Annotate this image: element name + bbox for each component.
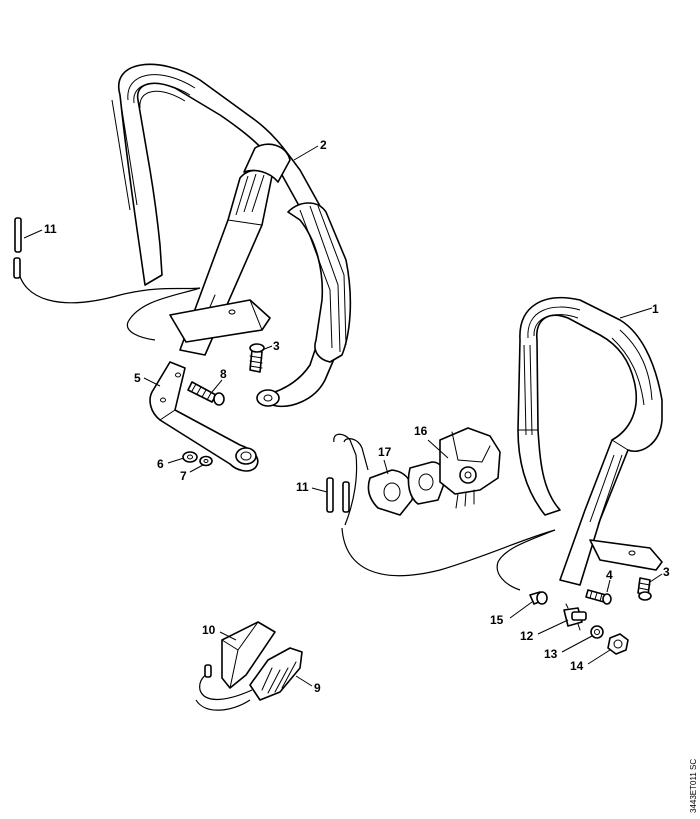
callout-13: 13: [544, 647, 558, 661]
screw-part-3-right: [637, 577, 652, 601]
callout-16: 16: [414, 424, 428, 438]
washer-part-13: [590, 625, 604, 639]
nut-part-14: [607, 633, 629, 655]
callout-17: 17: [378, 445, 392, 459]
callout-8: 8: [220, 367, 227, 381]
heating-wire-left: [13, 257, 201, 341]
washer-part-7: [199, 455, 213, 467]
screw-part-3-left: [249, 343, 265, 373]
callout-4: 4: [606, 568, 613, 582]
callout-3a: 3: [273, 339, 280, 353]
heating-element-part-9: [195, 647, 303, 711]
callout-14: 14: [570, 659, 584, 673]
callout-11b: 11: [296, 480, 309, 494]
callout-1: 1: [652, 302, 659, 316]
handlebar-left-part-2: [111, 63, 352, 407]
callout-labels: 1 2 3 3 4 5 6 7 8 9 10 11 11 12 13 14 15…: [44, 138, 670, 695]
screw-part-8: [187, 381, 225, 406]
callout-7: 7: [180, 469, 187, 483]
callout-12: 12: [520, 629, 534, 643]
heating-wire-right: [333, 433, 556, 591]
callout-5: 5: [134, 371, 141, 385]
block-part-10: [221, 621, 276, 689]
callout-6: 6: [157, 457, 164, 471]
callout-10: 10: [202, 623, 216, 637]
washer-part-6: [182, 451, 198, 463]
callout-3b: 3: [663, 565, 670, 579]
pin-part-11-right: [326, 477, 350, 513]
callout-11a: 11: [44, 222, 57, 236]
leader-lines: [23, 145, 663, 687]
stud-part-12: [563, 603, 587, 631]
callout-2: 2: [320, 138, 327, 152]
gasket-part-17: [367, 469, 414, 516]
document-id: 3443ET011 SC: [689, 759, 698, 813]
screw-part-4: [585, 589, 612, 605]
handlebar-right-part-1: [517, 296, 663, 586]
pin-part-11-left: [14, 217, 22, 253]
callout-15: 15: [490, 613, 504, 627]
bracket-part-5: [149, 361, 259, 472]
callout-9: 9: [314, 681, 321, 695]
carburetor-part-16: [407, 427, 501, 509]
plug-part-15: [529, 591, 548, 605]
